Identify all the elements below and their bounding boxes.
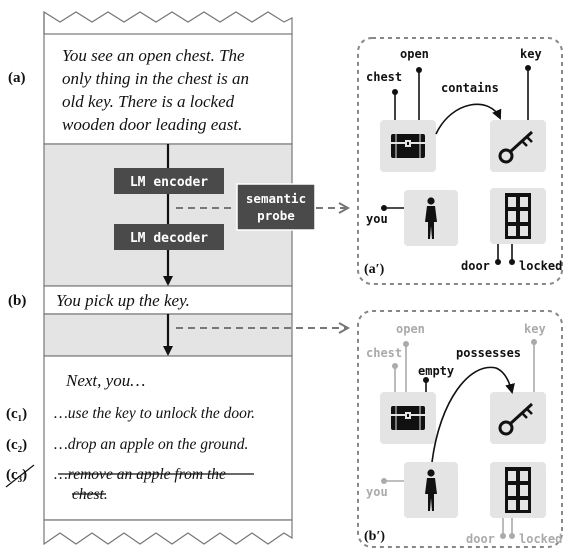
lm-decoder-label: LM decoder [130, 231, 208, 246]
lm-encoder-box [114, 168, 224, 194]
passage-line-4: wooden door leading east. [62, 115, 242, 134]
label-open-a: open [400, 47, 429, 61]
label-you-b: you [366, 485, 388, 499]
zigzag-top [43, 10, 293, 34]
label-b-prime: (b′) [364, 529, 385, 544]
passage-line-2: only thing in the chest is an [62, 69, 249, 88]
contains-arrow [435, 103, 502, 135]
lm-encoder-label: LM encoder [130, 175, 208, 190]
label-open-b: open [396, 322, 425, 336]
zigzag-bottom [43, 519, 293, 546]
chest-icon [391, 406, 425, 430]
label-chest-a: chest [366, 70, 402, 84]
door-icon [505, 467, 531, 513]
action-text: You pick up the key. [56, 291, 190, 310]
label-c1: (c₁) [6, 406, 27, 422]
semantic-probe-line-1: semantic [246, 191, 306, 206]
prompt-text: Next, you… [65, 371, 145, 390]
label-b: (b) [8, 293, 26, 309]
label-c2: (c₂) [6, 437, 27, 453]
label-locked-b: locked [519, 532, 562, 546]
continuation-2: …drop an apple on the ground. [54, 436, 248, 453]
key-icon [498, 130, 534, 164]
person-icon [425, 469, 437, 511]
continuation-1: …use the key to unlock the door. [54, 405, 255, 422]
state-graph-a: chest open contains key you door locked … [357, 37, 563, 285]
key-icon [498, 402, 534, 436]
label-key-a: key [520, 47, 542, 61]
label-empty-b: empty [418, 364, 454, 378]
continuation-box [43, 355, 293, 521]
label-you-a: you [366, 212, 388, 226]
label-c3-strike [5, 464, 35, 488]
label-door-b: door [466, 532, 495, 546]
label-chest-b: chest [366, 346, 402, 360]
label-a: (a) [8, 70, 26, 86]
possesses-arrow [431, 366, 515, 463]
person-icon [425, 197, 437, 239]
passage-line-1: You see an open chest. The [62, 46, 245, 65]
state-graph-b: chest open empty possesses key you door … [357, 310, 563, 548]
label-possesses-b: possesses [456, 346, 521, 360]
passage-line-3: old key. There is a locked [62, 92, 235, 111]
lm-decoder-box [114, 224, 224, 250]
label-door-a: door [461, 259, 490, 273]
label-c3: (c₃) [6, 467, 27, 483]
label-a-prime: (a′) [364, 262, 385, 277]
left-column: You see an open chest. The only thing in… [5, 10, 348, 546]
label-contains-a: contains [441, 81, 499, 95]
door-icon [505, 193, 531, 239]
chest-icon [391, 134, 425, 158]
semantic-probe-box [236, 183, 316, 231]
label-locked-a: locked [519, 259, 562, 273]
semantic-probe-line-2: probe [257, 208, 295, 223]
label-key-b: key [524, 322, 546, 336]
